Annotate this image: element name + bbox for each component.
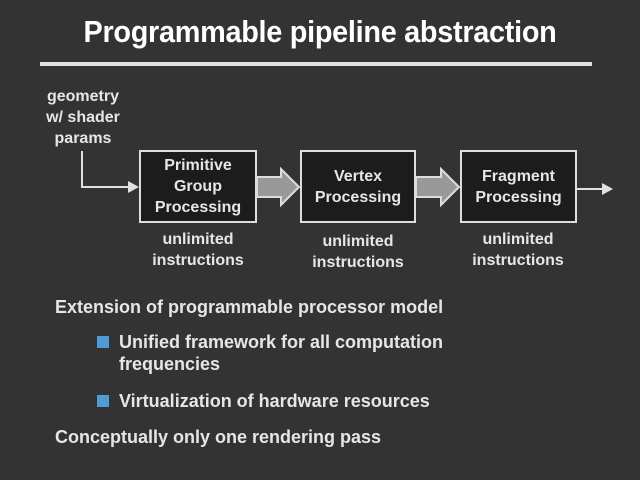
stage-note-line: instructions	[312, 254, 404, 271]
slide-title: Programmable pipeline abstraction	[83, 14, 557, 49]
stage-note: unlimited instructions	[453, 229, 583, 271]
stage-note: unlimited instructions	[133, 229, 263, 271]
stage-label-line: Fragment	[482, 167, 555, 185]
stage-label-line: Vertex	[333, 167, 383, 185]
stage-note-line: instructions	[152, 252, 244, 269]
bullet-item: Conceptually only one rendering pass	[55, 427, 382, 447]
stage-note-line: unlimited	[162, 231, 234, 248]
input-arrow-head	[128, 181, 139, 193]
input-label-line: geometry	[46, 88, 120, 105]
sub-bullet-line: Unified framework for all computation	[119, 332, 444, 352]
sub-bullet-item: Virtualization of hardware resources	[119, 391, 430, 411]
bullet-square-icon	[97, 395, 109, 407]
block-arrow-2	[415, 166, 461, 208]
input-arrow	[81, 151, 130, 188]
stage-box-primitive-group-processing: Primitive Group Processing	[139, 150, 257, 223]
stage-box-fragment-processing: Fragment Processing	[460, 150, 577, 223]
bullet-item: Extension of programmable processor mode…	[55, 297, 444, 317]
input-label: geometry w/ shader params	[30, 86, 136, 149]
block-arrow-1	[256, 166, 301, 208]
stage-box-vertex-processing: Vertex Processing	[300, 150, 416, 223]
input-label-line: w/ shader	[46, 109, 120, 126]
stage-label-line: Processing	[154, 199, 242, 216]
stage-note-line: unlimited	[482, 231, 554, 248]
stage-note-line: unlimited	[322, 233, 394, 250]
stage-label-line: Processing	[475, 188, 562, 206]
title-underline	[40, 62, 592, 66]
stage-label-line: Processing	[314, 188, 402, 206]
sub-bullet-line: frequencies	[119, 354, 221, 374]
stage-label-line: Primitive	[164, 157, 232, 174]
stage-note: unlimited instructions	[293, 231, 423, 273]
bullet-square-icon	[97, 336, 109, 348]
input-label-line: params	[54, 130, 112, 147]
sub-bullet-item: Unified framework for all computation fr…	[119, 331, 539, 375]
stage-note-line: instructions	[472, 252, 564, 269]
stage-label-line: Group	[173, 178, 222, 195]
output-arrow-head	[602, 183, 613, 195]
